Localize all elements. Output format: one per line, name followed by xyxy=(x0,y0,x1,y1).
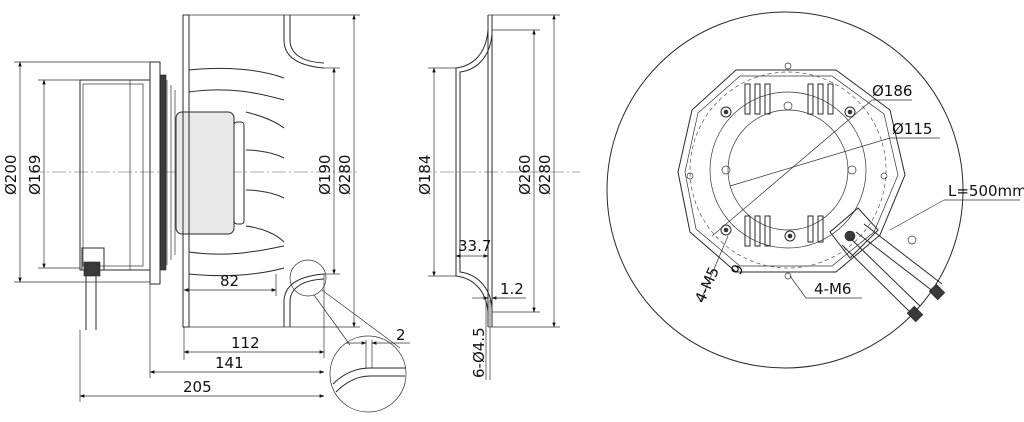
front-view: Ø186 Ø115 L=500mm 4-M5 9 4-M6 xyxy=(606,11,1024,369)
leader-m5 xyxy=(699,235,729,303)
dim-d190: Ø190 xyxy=(316,155,334,195)
dim-33-7: 33.7 xyxy=(458,237,491,255)
ring-nozzle xyxy=(455,29,489,313)
motor-hub xyxy=(175,111,235,235)
dim-d169: Ø169 xyxy=(26,155,44,195)
dim-holes: 6-Ø4.5 xyxy=(470,327,488,378)
outer-circle-d280 xyxy=(606,11,964,369)
dim-m5: 4-M5 xyxy=(691,264,723,306)
motor-flange xyxy=(149,61,161,285)
cable-gland xyxy=(81,247,105,330)
leader-d186 xyxy=(711,99,873,237)
dim-2: 2 xyxy=(396,326,406,344)
impeller-blades xyxy=(188,67,285,277)
inlet-ring-view: Ø184 Ø260 Ø280 33.7 1.2 6-Ø4.5 xyxy=(416,14,580,380)
dim-141: 141 xyxy=(215,354,244,372)
dim-d200: Ø200 xyxy=(2,155,20,195)
dim-1-2: 1.2 xyxy=(500,280,524,298)
dim-82: 82 xyxy=(220,272,239,290)
detail-leader-1 xyxy=(313,294,351,346)
dim-d186: Ø186 xyxy=(872,82,912,100)
dim-d280-ring: Ø280 xyxy=(536,155,554,195)
side-view: Ø200 Ø169 Ø190 Ø280 82 112 141 205 xyxy=(2,14,410,413)
bolt-circle-d186 xyxy=(689,71,887,269)
cooling-fins-bottom xyxy=(744,215,824,247)
impeller-shroud-top xyxy=(283,15,325,69)
bolt-circle-d115 xyxy=(727,109,849,231)
mounting-holes-m5 xyxy=(720,106,856,242)
dim-m6: 4-M6 xyxy=(814,280,851,298)
leader-cable xyxy=(889,199,945,231)
leader-m6 xyxy=(789,275,807,299)
cable-assembly xyxy=(829,207,946,323)
dim-d115: Ø115 xyxy=(892,120,932,138)
impeller-shroud-bottom xyxy=(283,273,325,327)
detail-marker-circle xyxy=(289,259,327,297)
motor-plate xyxy=(677,69,906,273)
rotor-ribs xyxy=(159,74,176,271)
motor-housing xyxy=(79,79,151,271)
cooling-fins-top xyxy=(744,83,834,115)
dim-d280-side: Ø280 xyxy=(336,155,354,195)
dim-205: 205 xyxy=(183,378,212,396)
dim-d184: Ø184 xyxy=(416,155,434,195)
detail-leader-2 xyxy=(321,289,401,349)
dim-cable-length: L=500mm xyxy=(948,182,1024,200)
dim-112: 112 xyxy=(231,334,260,352)
dim-d260: Ø260 xyxy=(516,155,534,195)
detail-view xyxy=(329,335,410,413)
leader-d115 xyxy=(729,137,891,187)
mounting-holes-m6 xyxy=(686,62,888,280)
